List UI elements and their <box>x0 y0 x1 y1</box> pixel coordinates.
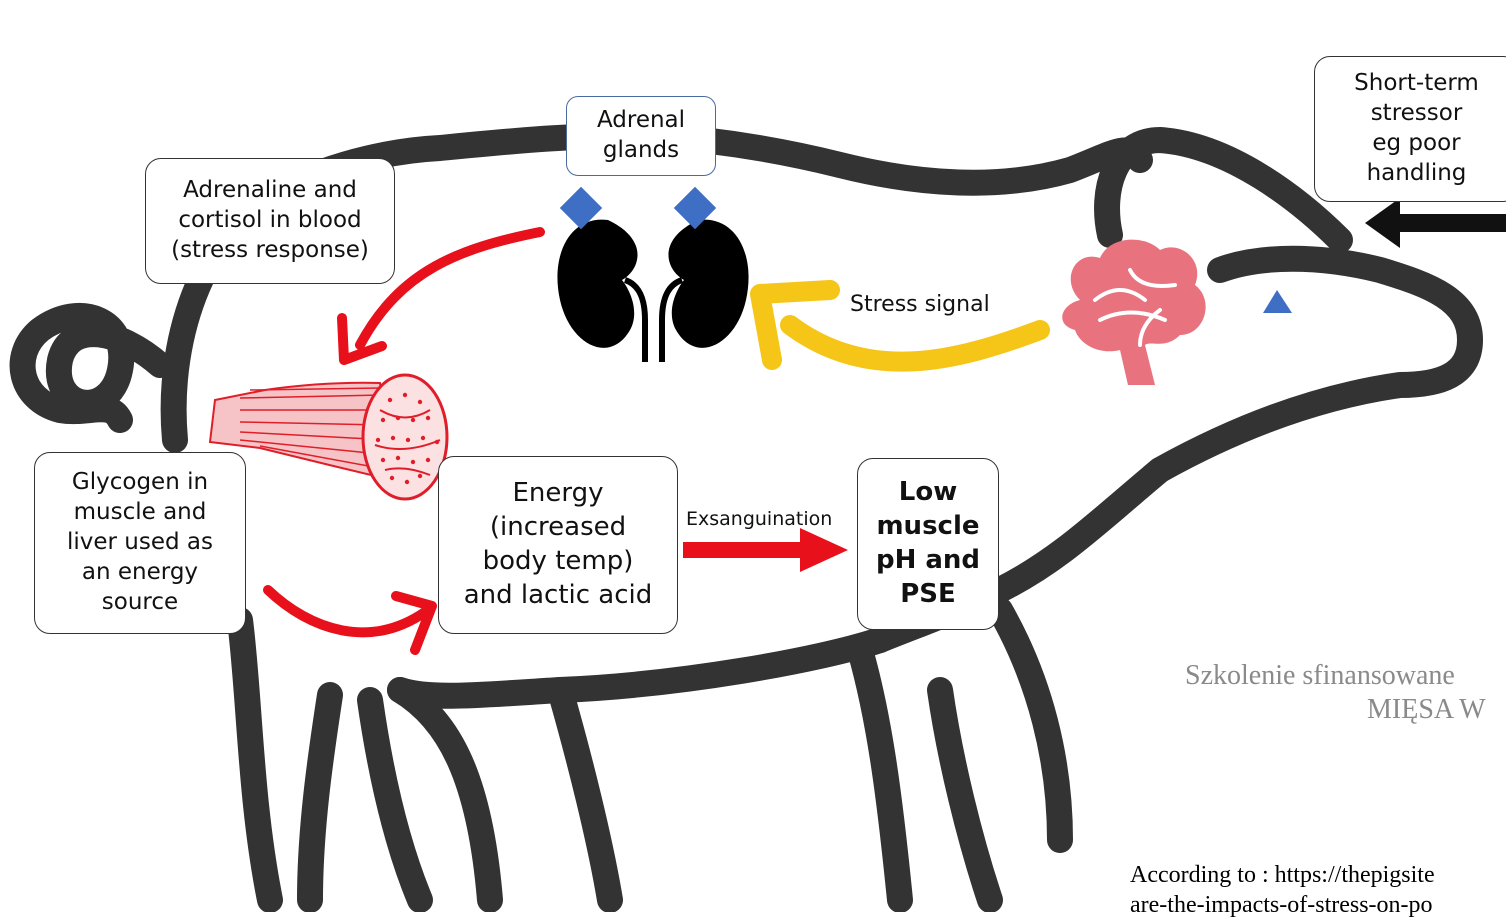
low-muscle-ph-box: Low muscle pH and PSE <box>857 458 999 630</box>
short-term-stressor-box: Short-term stressor eg poor handling <box>1314 56 1506 202</box>
source-citation-line1: According to : https://thepigsite <box>1130 862 1435 889</box>
energy-label: Energy (increased body temp) and lactic … <box>464 477 653 612</box>
adrenal-glands-label: Adrenal glands <box>597 106 685 166</box>
red-arrow-glycogen-to-energy <box>268 590 432 650</box>
training-note-line2: MIĘSA W <box>1367 694 1486 726</box>
glycogen-label: Glycogen in muscle and liver used as an … <box>67 468 213 617</box>
glycogen-box: Glycogen in muscle and liver used as an … <box>34 452 246 634</box>
adrenal-glands-box: Adrenal glands <box>566 96 716 176</box>
pig-eye-icon <box>1263 290 1292 313</box>
source-citation-line2: are-the-impacts-of-stress-on-po <box>1130 892 1433 919</box>
adrenal-gland-icons <box>560 187 716 229</box>
training-note-line1: Szkolenie sfinansowane <box>1185 660 1455 692</box>
short-term-stressor-label: Short-term stressor eg poor handling <box>1354 69 1479 189</box>
kidneys-illustration <box>557 220 748 362</box>
exsanguination-label: Exsanguination <box>686 508 832 530</box>
brain-icon <box>1062 240 1205 385</box>
low-muscle-ph-label: Low muscle pH and PSE <box>876 476 980 611</box>
exsanguination-arrow <box>683 528 848 572</box>
stress-signal-label: Stress signal <box>850 292 990 317</box>
adrenaline-cortisol-box: Adrenaline and cortisol in blood (stress… <box>145 158 395 284</box>
energy-box: Energy (increased body temp) and lactic … <box>438 456 678 634</box>
stressor-arrow <box>1365 198 1506 248</box>
adrenaline-cortisol-label: Adrenaline and cortisol in blood (stress… <box>171 176 369 266</box>
